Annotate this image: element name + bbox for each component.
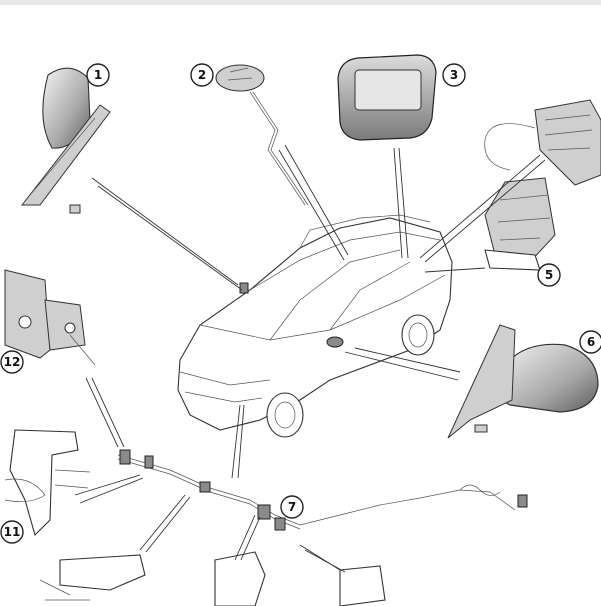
callout-12-label: 12 [4,355,21,369]
part-1-mirror-assembly [20,67,111,214]
part-7-wiring-harness [117,449,528,531]
callout-3-label: 3 [450,68,458,82]
callout-7-label: 7 [288,500,296,514]
callout-5: 5 [537,263,561,287]
callout-2-label: 2 [198,68,206,82]
leader-lines [74,144,546,573]
callout-1: 1 [86,63,110,87]
callout-6-label: 6 [587,335,595,349]
part-11-bonnet-latch [4,429,91,537]
bottom-partial-parts [39,551,386,606]
vehicle-outline [177,214,453,438]
callout-12: 12 [0,350,24,374]
callout-11-label: 11 [4,525,21,539]
callout-7: 7 [280,495,304,519]
actuator-with-cable [484,99,601,186]
callout-6: 6 [579,330,601,354]
callout-1-label: 1 [94,68,102,82]
callout-2: 2 [190,63,214,87]
part-6-door-mirror [447,324,599,439]
part-2-sensor-with-cable [215,64,309,206]
callout-11: 11 [0,520,24,544]
part-5-latch-bracket [484,177,556,271]
part-12-hinge-bracket [4,269,96,366]
top-strip [0,0,601,5]
part-3-switch-module [337,54,437,141]
callout-3: 3 [442,63,466,87]
callout-5-label: 5 [545,268,553,282]
